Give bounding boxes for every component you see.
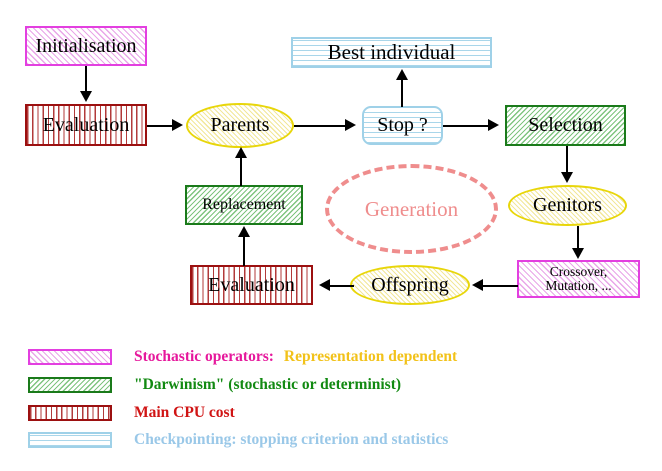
edge-stop-to-best-line — [401, 80, 403, 107]
node-offspring[interactable]: Offspring — [350, 265, 470, 305]
node-best-individual-label: Best individual — [327, 40, 456, 65]
legend-label-main-cpu-cost: Main CPU cost — [134, 404, 235, 421]
edge-initialisation-to-evaluation-line — [85, 66, 87, 94]
node-best-individual[interactable]: Best individual — [291, 37, 492, 68]
edge-genitors-to-crossover-arrowhead — [572, 248, 584, 259]
legend-label-stochastic-operators: Stochastic operators: Representation depe… — [134, 348, 457, 366]
edge-parents-to-stop-line — [294, 125, 346, 127]
legend-swatch-red-vertical-lines — [28, 405, 112, 421]
node-stop[interactable]: Stop ? — [362, 106, 443, 145]
edge-evaluation-to-replacement-arrowhead — [238, 226, 250, 237]
node-parents-label: Parents — [210, 114, 270, 136]
node-replacement-label: Replacement — [202, 195, 286, 213]
node-selection-label: Selection — [528, 114, 603, 136]
node-evaluation-bottom-label: Evaluation — [208, 273, 295, 296]
legend-row-darwinism: "Darwinism" (stochastic or determinist) — [28, 376, 401, 394]
edge-initialisation-to-evaluation-arrowhead — [80, 91, 92, 102]
legend-row-stochastic-operators: Stochastic operators: Representation depe… — [28, 348, 457, 366]
edge-crossover-to-offspring-line — [482, 285, 518, 287]
node-crossover-mutation-label: Crossover, Mutation, ... — [545, 263, 612, 293]
node-crossover-mutation[interactable]: Crossover, Mutation, ... — [517, 260, 640, 298]
legend-label-stochastic-operators-primary: Stochastic operators: — [134, 348, 274, 365]
legend-label-stochastic-operators-secondary: Representation dependent — [283, 348, 458, 365]
node-evaluation-top-label: Evaluation — [42, 113, 130, 136]
node-stop-label: Stop ? — [377, 114, 428, 136]
node-generation-label: Generation — [364, 196, 459, 221]
node-initialisation-label: Initialisation — [35, 34, 137, 57]
legend-swatch-green-diagonal-hatch — [28, 377, 112, 393]
edge-stop-to-selection-arrowhead — [488, 119, 499, 131]
edge-offspring-to-evaluation-arrowhead — [319, 279, 330, 291]
edge-evaluation-to-replacement-line — [243, 236, 245, 266]
node-offspring-label: Offspring — [371, 273, 449, 296]
node-initialisation[interactable]: Initialisation — [25, 26, 147, 66]
edge-crossover-to-offspring-arrowhead — [472, 279, 483, 291]
node-genitors[interactable]: Genitors — [508, 185, 627, 226]
edge-selection-to-genitors-line — [566, 146, 568, 174]
edge-evaluation-to-parents-line — [147, 125, 175, 127]
legend-swatch-magenta-diagonal-hatch — [28, 349, 112, 365]
edge-parents-to-stop-arrowhead — [345, 119, 356, 131]
edge-stop-to-selection-line — [443, 125, 489, 127]
edge-replacement-to-parents-line — [240, 158, 242, 186]
node-parents[interactable]: Parents — [186, 103, 294, 148]
legend-label-checkpointing: Checkpointing: stopping criterion and st… — [134, 431, 449, 448]
edge-offspring-to-evaluation-line — [330, 285, 354, 287]
edge-genitors-to-crossover-line — [577, 226, 579, 250]
legend-label-darwinism: "Darwinism" (stochastic or determinist) — [134, 376, 402, 393]
edge-replacement-to-parents-arrowhead — [235, 147, 247, 158]
node-selection[interactable]: Selection — [505, 105, 626, 146]
node-replacement[interactable]: Replacement — [185, 185, 303, 225]
edge-stop-to-best-arrowhead — [396, 69, 408, 80]
legend-swatch-blue-horizontal-lines — [28, 432, 112, 448]
node-genitors-label: Genitors — [533, 194, 602, 216]
edge-evaluation-to-parents-arrowhead — [172, 119, 183, 131]
node-generation-annotation: Generation — [325, 164, 498, 254]
legend-row-checkpointing: Checkpointing: stopping criterion and st… — [28, 431, 448, 449]
node-evaluation-bottom[interactable]: Evaluation — [190, 265, 313, 305]
legend-row-main-cpu-cost: Main CPU cost — [28, 404, 235, 422]
edge-selection-to-genitors-arrowhead — [561, 172, 573, 183]
node-evaluation-top[interactable]: Evaluation — [25, 104, 147, 146]
